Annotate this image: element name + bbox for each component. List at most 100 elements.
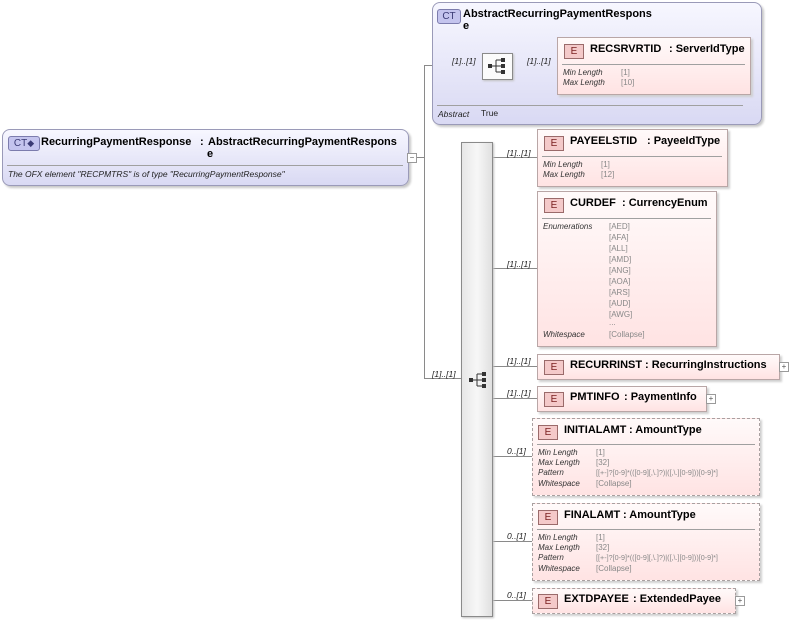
element-name: INITIALAMT: [564, 424, 627, 436]
base-card-out: [1]..[1]: [527, 56, 551, 66]
prop-name: Max Length: [538, 458, 580, 467]
enum-value: [AUD]: [609, 299, 631, 308]
element-name: EXTDPAYEE: [564, 593, 629, 605]
base-name-line1: AbstractRecurringPaymentRespons: [463, 8, 652, 20]
element-divider: [537, 529, 755, 530]
seq-branch-4: [492, 398, 537, 399]
prop-name: Min Length: [538, 448, 578, 457]
element-extdpayee[interactable]: E EXTDPAYEE : ExtendedPayee: [532, 588, 736, 614]
prop-value: [12]: [601, 170, 615, 179]
root-complex-type[interactable]: CT◆ RecurringPaymentResponse : AbstractR…: [2, 129, 409, 186]
abstract-label: Abstract: [438, 109, 470, 119]
enum-value: [AMD]: [609, 255, 632, 264]
element-badge-icon: E: [544, 360, 564, 375]
element-badge-icon: E: [564, 44, 584, 59]
root-description: The OFX element "RECPMTRS" is of type "R…: [8, 169, 285, 179]
element-pmtinfo[interactable]: E PMTINFO : PaymentInfo: [537, 386, 707, 412]
element-name: PMTINFO: [570, 391, 620, 403]
seq-branch-3: [492, 366, 537, 367]
base-name-line2: e: [463, 20, 470, 32]
element-type: : ExtendedPayee: [633, 593, 722, 605]
prop-name: Min Length: [543, 160, 583, 169]
prop-value: [[+-]?[0-9]*(([0-9][,\.]?)|([,\.][0-9]))…: [596, 468, 718, 477]
card-payeelstid: [1]..[1]: [507, 148, 531, 158]
card-initialamt: 0..[1]: [507, 446, 526, 456]
element-name: PAYEELSTID: [570, 135, 638, 147]
abstract-value: True: [481, 108, 499, 118]
base-divider: [437, 105, 743, 106]
element-badge-icon: E: [538, 594, 558, 609]
prop-name: Whitespace: [538, 564, 580, 573]
prop-name: Whitespace: [538, 479, 580, 488]
expand-icon[interactable]: +: [735, 596, 745, 606]
base-sequence-compositor[interactable]: [482, 53, 513, 80]
element-finalamt[interactable]: E FINALAMT : AmountType Min Length [1] M…: [532, 503, 760, 581]
root-name: RecurringPaymentResponse: [41, 136, 192, 148]
card-recurrinst: [1]..[1]: [507, 356, 531, 366]
whitespace-label: Whitespace: [543, 330, 585, 339]
complex-type-badge-icon: CT: [437, 9, 461, 24]
element-initialamt[interactable]: E INITIALAMT : AmountType Min Length [1]…: [532, 418, 760, 496]
root-type-line1: AbstractRecurringPaymentRespons: [208, 136, 397, 148]
prop-value: [1]: [601, 160, 610, 169]
prop-value: [1]: [596, 533, 605, 542]
element-recurrinst[interactable]: E RECURRINST : RecurringInstructions: [537, 354, 780, 380]
card-finalamt: 0..[1]: [507, 531, 526, 541]
element-type: : AmountType: [623, 509, 696, 521]
element-payeelstid[interactable]: E PAYEELSTID : PayeeIdType Min Length [1…: [537, 129, 728, 187]
sequence-icon: [469, 372, 486, 388]
enumerations-label: Enumerations: [543, 222, 593, 231]
main-sequence-compositor[interactable]: [461, 142, 493, 617]
prop-value: [Collapse]: [596, 564, 632, 573]
prop-name: Min Length: [563, 68, 603, 77]
enum-value: [AWG]: [609, 310, 633, 319]
prop-name: Max Length: [543, 170, 585, 179]
element-recsrvrtid[interactable]: E RECSRVRTID : ServerIdType Min Length […: [557, 37, 751, 95]
enum-value: [AED]: [609, 222, 630, 231]
root-divider: [7, 165, 403, 166]
element-divider: [542, 156, 722, 157]
trunk-to-sequence: [424, 378, 462, 379]
element-curdef[interactable]: E CURDEF : CurrencyEnum Enumerations [AE…: [537, 191, 717, 347]
enum-value: [ANG]: [609, 266, 631, 275]
element-name: RECSRVRTID: [590, 43, 662, 55]
element-badge-icon: E: [538, 425, 558, 440]
seq-branch-7: [492, 600, 532, 601]
element-badge-icon: E: [544, 392, 564, 407]
base-card-in: [1]..[1]: [452, 56, 476, 66]
enum-value: [ALL]: [609, 244, 628, 253]
sequence-card: [1]..[1]: [432, 369, 456, 379]
seq-branch-2: [492, 268, 537, 269]
prop-value: [32]: [596, 543, 610, 552]
element-divider: [537, 444, 755, 445]
element-name: RECURRINST: [570, 359, 643, 371]
element-type: : RecurringInstructions: [645, 359, 767, 371]
seq-branch-6: [492, 541, 532, 542]
prop-value: [[+-]?[0-9]*(([0-9][,\.]?)|([,\.][0-9]))…: [596, 553, 718, 562]
element-type: : CurrencyEnum: [622, 197, 708, 209]
expand-icon[interactable]: +: [779, 362, 789, 372]
card-pmtinfo: [1]..[1]: [507, 388, 531, 398]
element-type: : PaymentInfo: [624, 391, 697, 403]
element-type: : PayeeIdType: [647, 135, 721, 147]
prop-value: [32]: [596, 458, 610, 467]
enum-value: [AFA]: [609, 233, 629, 242]
enum-value: [ARS]: [609, 288, 630, 297]
expand-icon[interactable]: +: [706, 394, 716, 404]
trunk-vertical: [424, 65, 425, 378]
element-type: : AmountType: [629, 424, 702, 436]
prop-name: Min Length: [538, 533, 578, 542]
whitespace-value: [Collapse]: [609, 330, 645, 339]
prop-value: [Collapse]: [596, 479, 632, 488]
root-type-line2: e: [207, 148, 214, 160]
collapse-icon[interactable]: −: [407, 153, 417, 163]
prop-name: Max Length: [538, 543, 580, 552]
element-badge-icon: E: [544, 136, 564, 151]
element-divider: [542, 218, 711, 219]
element-type: : ServerIdType: [669, 43, 745, 55]
seq-branch-5: [492, 456, 532, 457]
prop-name: Pattern: [538, 553, 564, 562]
complex-type-badge-icon: CT◆: [8, 136, 40, 151]
element-name: CURDEF: [570, 197, 616, 209]
card-curdef: [1]..[1]: [507, 259, 531, 269]
